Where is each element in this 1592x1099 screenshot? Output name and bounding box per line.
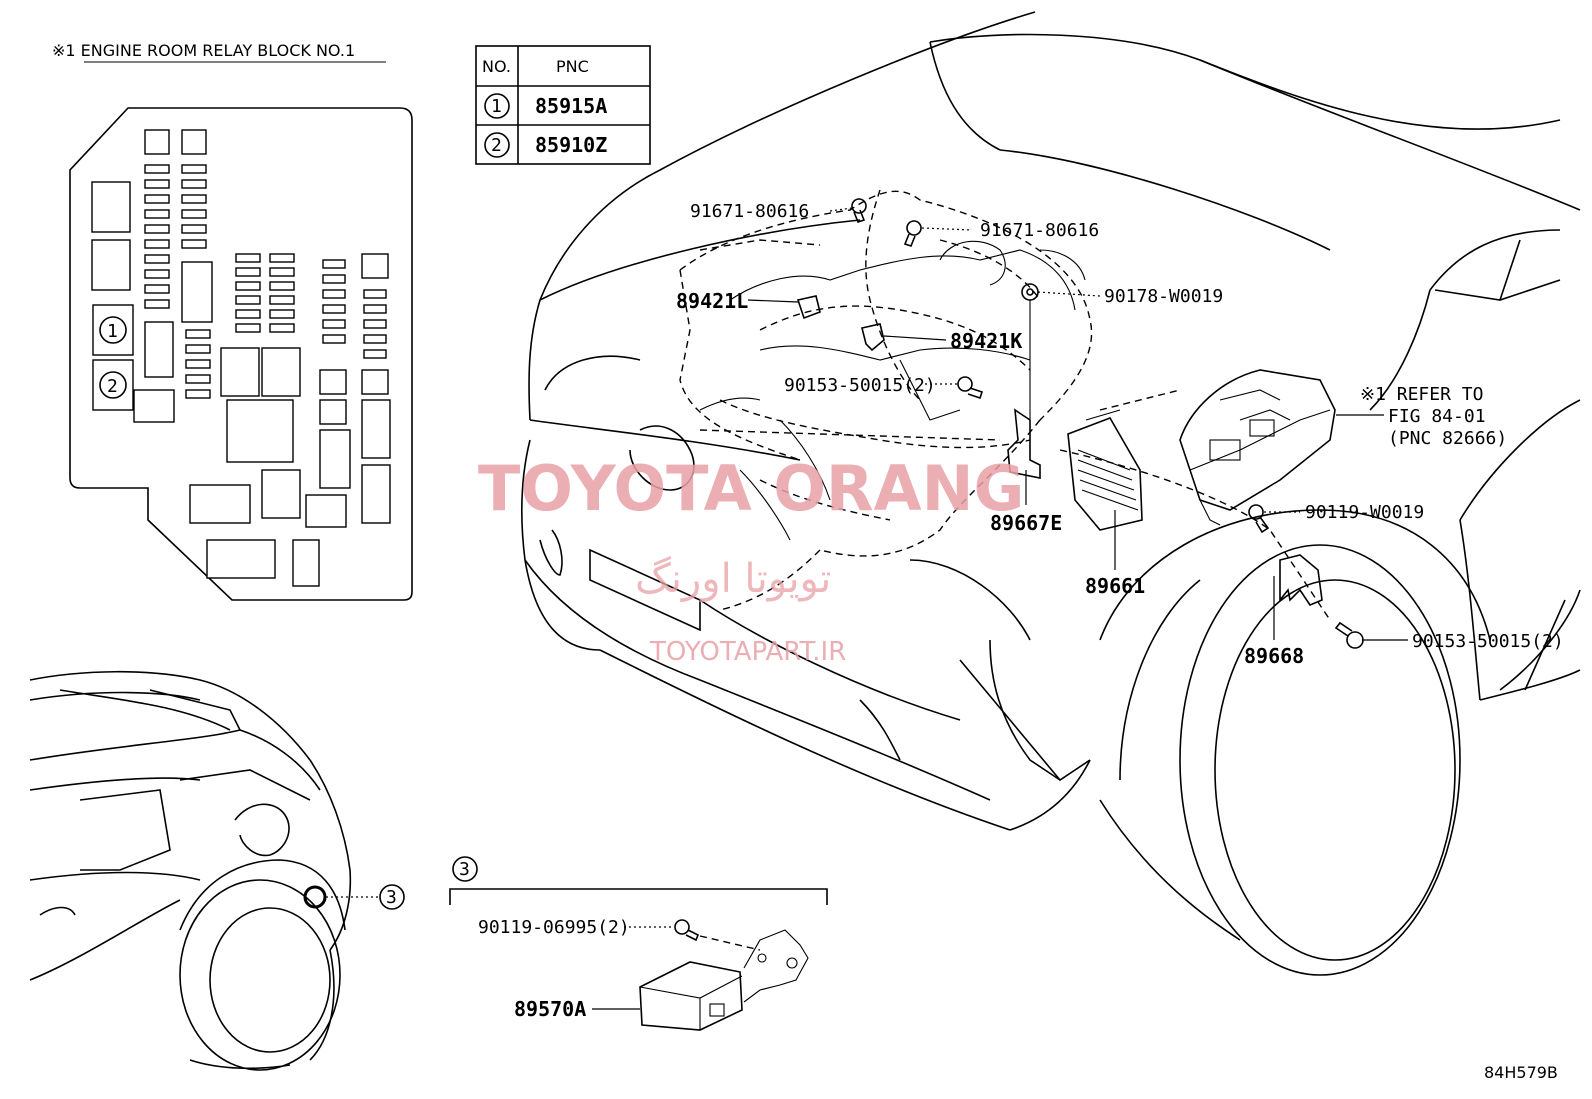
detail-3-circle <box>452 856 478 882</box>
label-90153-a: 90153-50015(2) <box>784 375 936 396</box>
label-refer-1: ※1 REFER TO <box>1360 384 1483 405</box>
detail-3-ref-circle <box>379 884 405 910</box>
nut-90178-icon <box>1021 283 1039 301</box>
watermark-persian: تویوتا اورنگ <box>635 556 831 602</box>
label-89667E: 89667E <box>990 511 1062 535</box>
label-89668: 89668 <box>1244 644 1304 668</box>
figure-code: 84H579B <box>1484 1063 1558 1082</box>
relay-block-cells <box>91 129 391 587</box>
watermark-main: TOYOTA ORANG <box>478 452 1024 525</box>
sensor-89421K-icon <box>861 323 885 352</box>
engine-components <box>699 198 1086 541</box>
pnc-row-1-no: 1 <box>491 96 502 117</box>
ecu-89661-icon <box>1067 409 1143 531</box>
label-91671-a: 91671-80616 <box>690 201 809 222</box>
relay-block-icon <box>1179 369 1336 526</box>
marker-2-circle <box>99 371 127 399</box>
label-89570A: 89570A <box>514 997 586 1021</box>
label-90178: 90178-W0019 <box>1104 286 1223 307</box>
bolt-91671-b-icon <box>906 220 922 236</box>
label-89661: 89661 <box>1085 574 1145 598</box>
pnc-row-1-value: 85915A <box>535 94 607 118</box>
vehicle-front-outline <box>520 11 1581 976</box>
marker-2-label: 2 <box>107 376 118 397</box>
label-91671-b: 91671-80616 <box>980 220 1099 241</box>
pnc-table: NO. PNC 1 85915A 2 85910Z <box>475 45 651 165</box>
label-90119-06995: 90119-06995(2) <box>478 917 630 938</box>
pnc-header-pnc: PNC <box>556 57 589 76</box>
label-89421L: 89421L <box>676 289 748 313</box>
bracket-89667E-icon <box>1007 408 1041 479</box>
marker-1-label: 1 <box>107 321 118 342</box>
label-90119-w: 90119-W0019 <box>1305 502 1424 523</box>
module-location-marker <box>303 885 327 909</box>
marker-1-circle <box>99 316 127 344</box>
sensor-89421L-icon <box>796 295 821 320</box>
bolt-90153-b-icon <box>1346 631 1364 649</box>
relay-block-outline <box>69 107 413 601</box>
label-refer-3: (PNC 82666) <box>1388 428 1507 449</box>
relay-block-title: ※1 ENGINE ROOM RELAY BLOCK NO.1 <box>52 41 355 60</box>
label-refer-2: FIG 84-01 <box>1388 406 1486 427</box>
pnc-header-no: NO. <box>482 57 511 76</box>
label-90153-b: 90153-50015(2) <box>1412 631 1564 652</box>
vehicle-rear-outline: 3 <box>29 670 405 1071</box>
relay-block-section: ※1 ENGINE ROOM RELAY BLOCK NO.1 <box>52 41 413 601</box>
bolt-90119-06995-icon <box>674 919 690 935</box>
detail-3-section: 3 90119-06995(2) 89570A <box>449 856 828 1031</box>
bolt-90119-w-icon <box>1248 504 1264 520</box>
watermark: TOYOTA ORANG تویوتا اورنگ TOYOTAPART.IR <box>478 452 1024 667</box>
detail-3-ref-label: 3 <box>386 887 397 908</box>
bracket-89668-icon <box>1279 554 1323 606</box>
bolt-91671-a-icon <box>851 198 867 214</box>
bolt-90153-a-icon <box>957 376 973 392</box>
label-89421K: 89421K <box>950 329 1022 353</box>
watermark-site: TOYOTAPART.IR <box>649 637 846 667</box>
pnc-row-2-no: 2 <box>491 135 502 156</box>
pnc-row-2-value: 85910Z <box>535 133 607 157</box>
front-callouts: 91671-80616 91671-80616 89421L 90178-W00… <box>676 201 1564 668</box>
detail-3-marker: 3 <box>459 859 470 880</box>
module-89570A-icon <box>639 961 743 1031</box>
